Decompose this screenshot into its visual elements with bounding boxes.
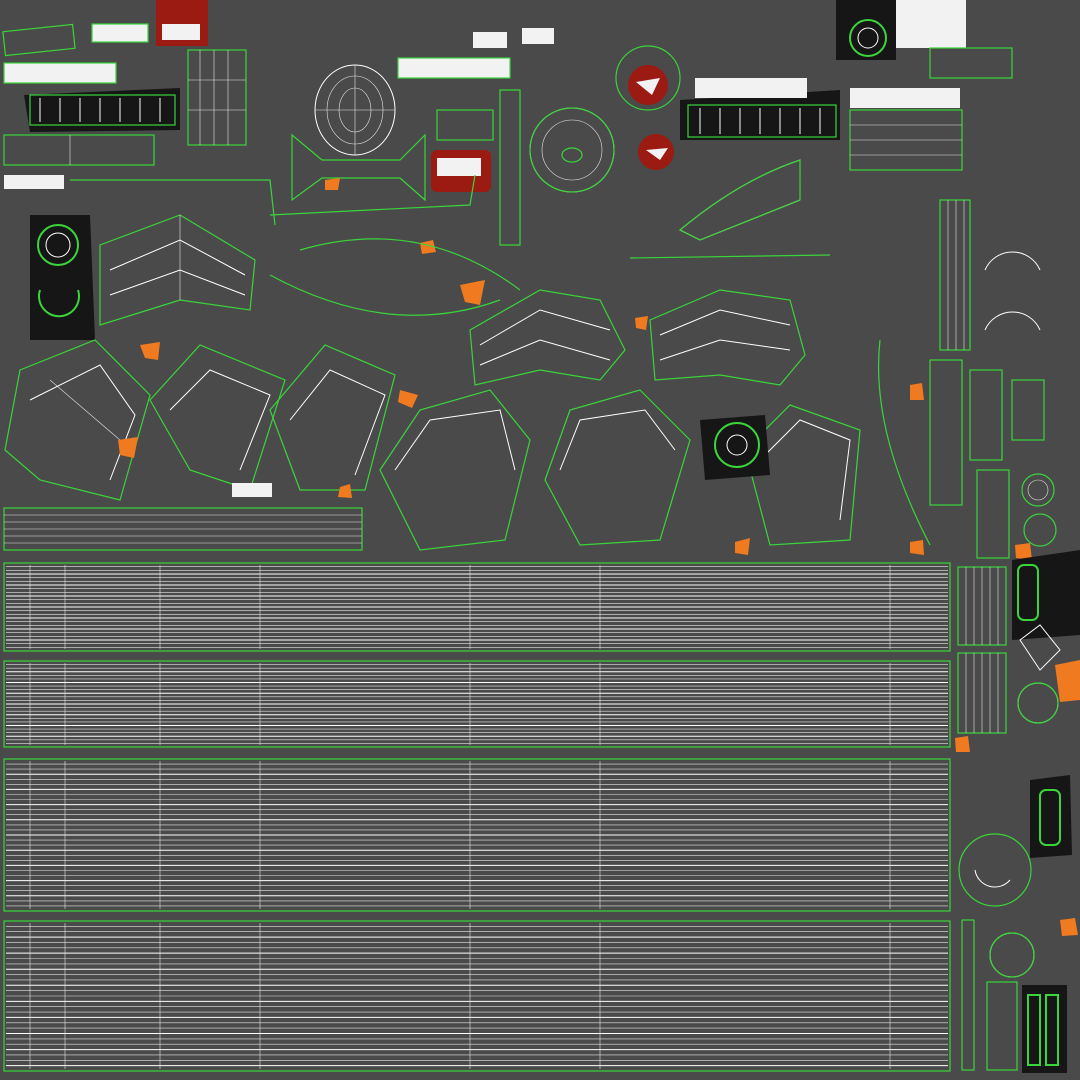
orange-marker-icon bbox=[118, 178, 1080, 936]
strip-panel-3 bbox=[3, 758, 951, 912]
strip-panel-1 bbox=[3, 562, 951, 652]
right-column-islands bbox=[929, 199, 1057, 559]
strip-panel-4 bbox=[3, 920, 951, 1072]
bottom-right-islands bbox=[957, 550, 1080, 1073]
thin-strip-group bbox=[3, 483, 363, 551]
ring-icon bbox=[615, 45, 681, 111]
red-label-icon bbox=[156, 0, 208, 46]
strip-panel-2 bbox=[3, 660, 951, 748]
curve-strips bbox=[70, 89, 931, 546]
left-ring-island bbox=[30, 215, 95, 340]
red-label-icon-2 bbox=[431, 150, 491, 192]
top-island-group bbox=[2, 0, 1013, 241]
mid-wire-panels bbox=[4, 214, 861, 551]
mid-ring-island bbox=[700, 415, 770, 480]
strip-panel-lines bbox=[6, 565, 948, 1069]
